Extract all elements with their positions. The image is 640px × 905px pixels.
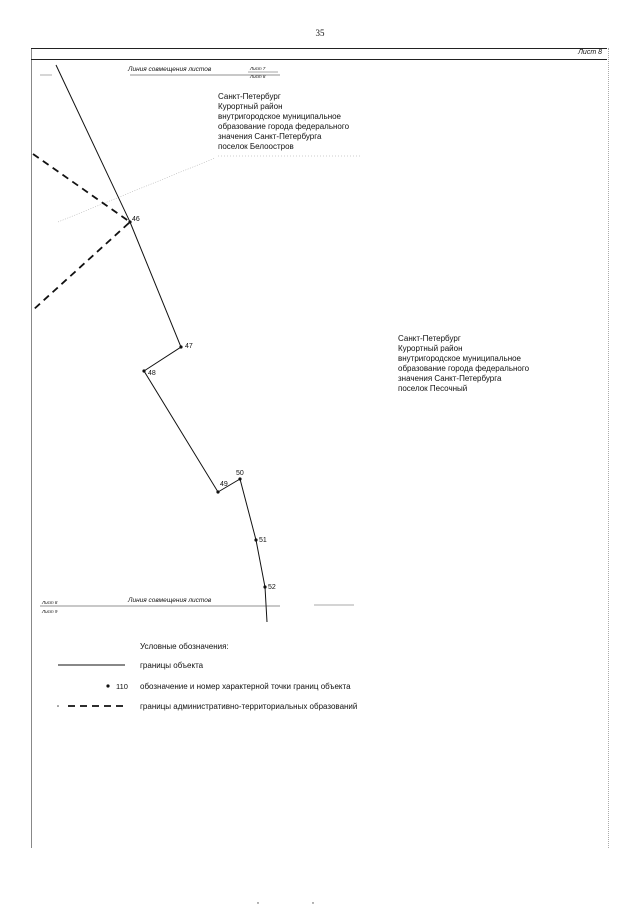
object-boundary-line — [55, 64, 268, 623]
sheet-title-rule — [31, 59, 607, 60]
point-49-label: 49 — [220, 481, 228, 488]
point-47-marker — [179, 345, 183, 349]
match-line-label-top: Линия совмещения листов — [128, 66, 212, 73]
point-48-label: 48 — [148, 370, 156, 377]
point-46-marker — [128, 220, 132, 224]
legend-item-characteristic-point: обозначение и номер характерной точки гр… — [140, 682, 351, 691]
map-frame — [31, 48, 609, 848]
prev-sheet-ref-top: Лист 7 — [250, 66, 266, 71]
frame-top-border — [31, 48, 607, 49]
point-47-label: 47 — [185, 343, 193, 350]
sheet-title: Лист 8 — [578, 49, 602, 56]
point-52-label: 52 — [268, 584, 276, 591]
match-line-label-bottom: Линия совмещения листов — [128, 597, 212, 604]
place-label-pesochny: Санкт-Петербург Курортный район внутриго… — [398, 334, 530, 393]
footer-mark-right — [312, 902, 314, 904]
point-48-marker — [142, 369, 146, 373]
characteristic-points: 46 47 48 49 50 51 52 — [128, 216, 276, 591]
this-sheet-ref-bottom: Лист 8 — [42, 600, 58, 605]
point-51-label: 51 — [259, 537, 267, 544]
legend-item-object-boundary: границы объекта — [140, 661, 204, 670]
faint-reference-line — [57, 157, 216, 223]
point-50-marker — [238, 477, 242, 481]
point-46-label: 46 — [132, 216, 140, 223]
page-number: 35 — [315, 28, 325, 38]
point-51-marker — [254, 538, 258, 542]
this-sheet-ref-top: Лист 8 — [250, 74, 266, 79]
point-50-label: 50 — [236, 470, 244, 477]
admin-boundary-line — [32, 153, 132, 311]
point-52-marker — [263, 585, 267, 589]
footer-mark-left — [257, 902, 259, 904]
point-49-marker — [216, 490, 220, 494]
next-sheet-ref-bottom: Лист 9 — [42, 609, 58, 614]
legend-dashed-start-dot — [57, 705, 59, 707]
place-label-beloostrov: Санкт-Петербург Курортный район внутриго… — [218, 92, 350, 151]
legend-title: Условные обозначения: — [140, 642, 229, 651]
legend-point-sample-number: 110 — [116, 682, 128, 691]
legend-item-admin-boundary: границы административно-территориальных … — [140, 702, 358, 711]
legend-point-symbol — [106, 684, 110, 688]
